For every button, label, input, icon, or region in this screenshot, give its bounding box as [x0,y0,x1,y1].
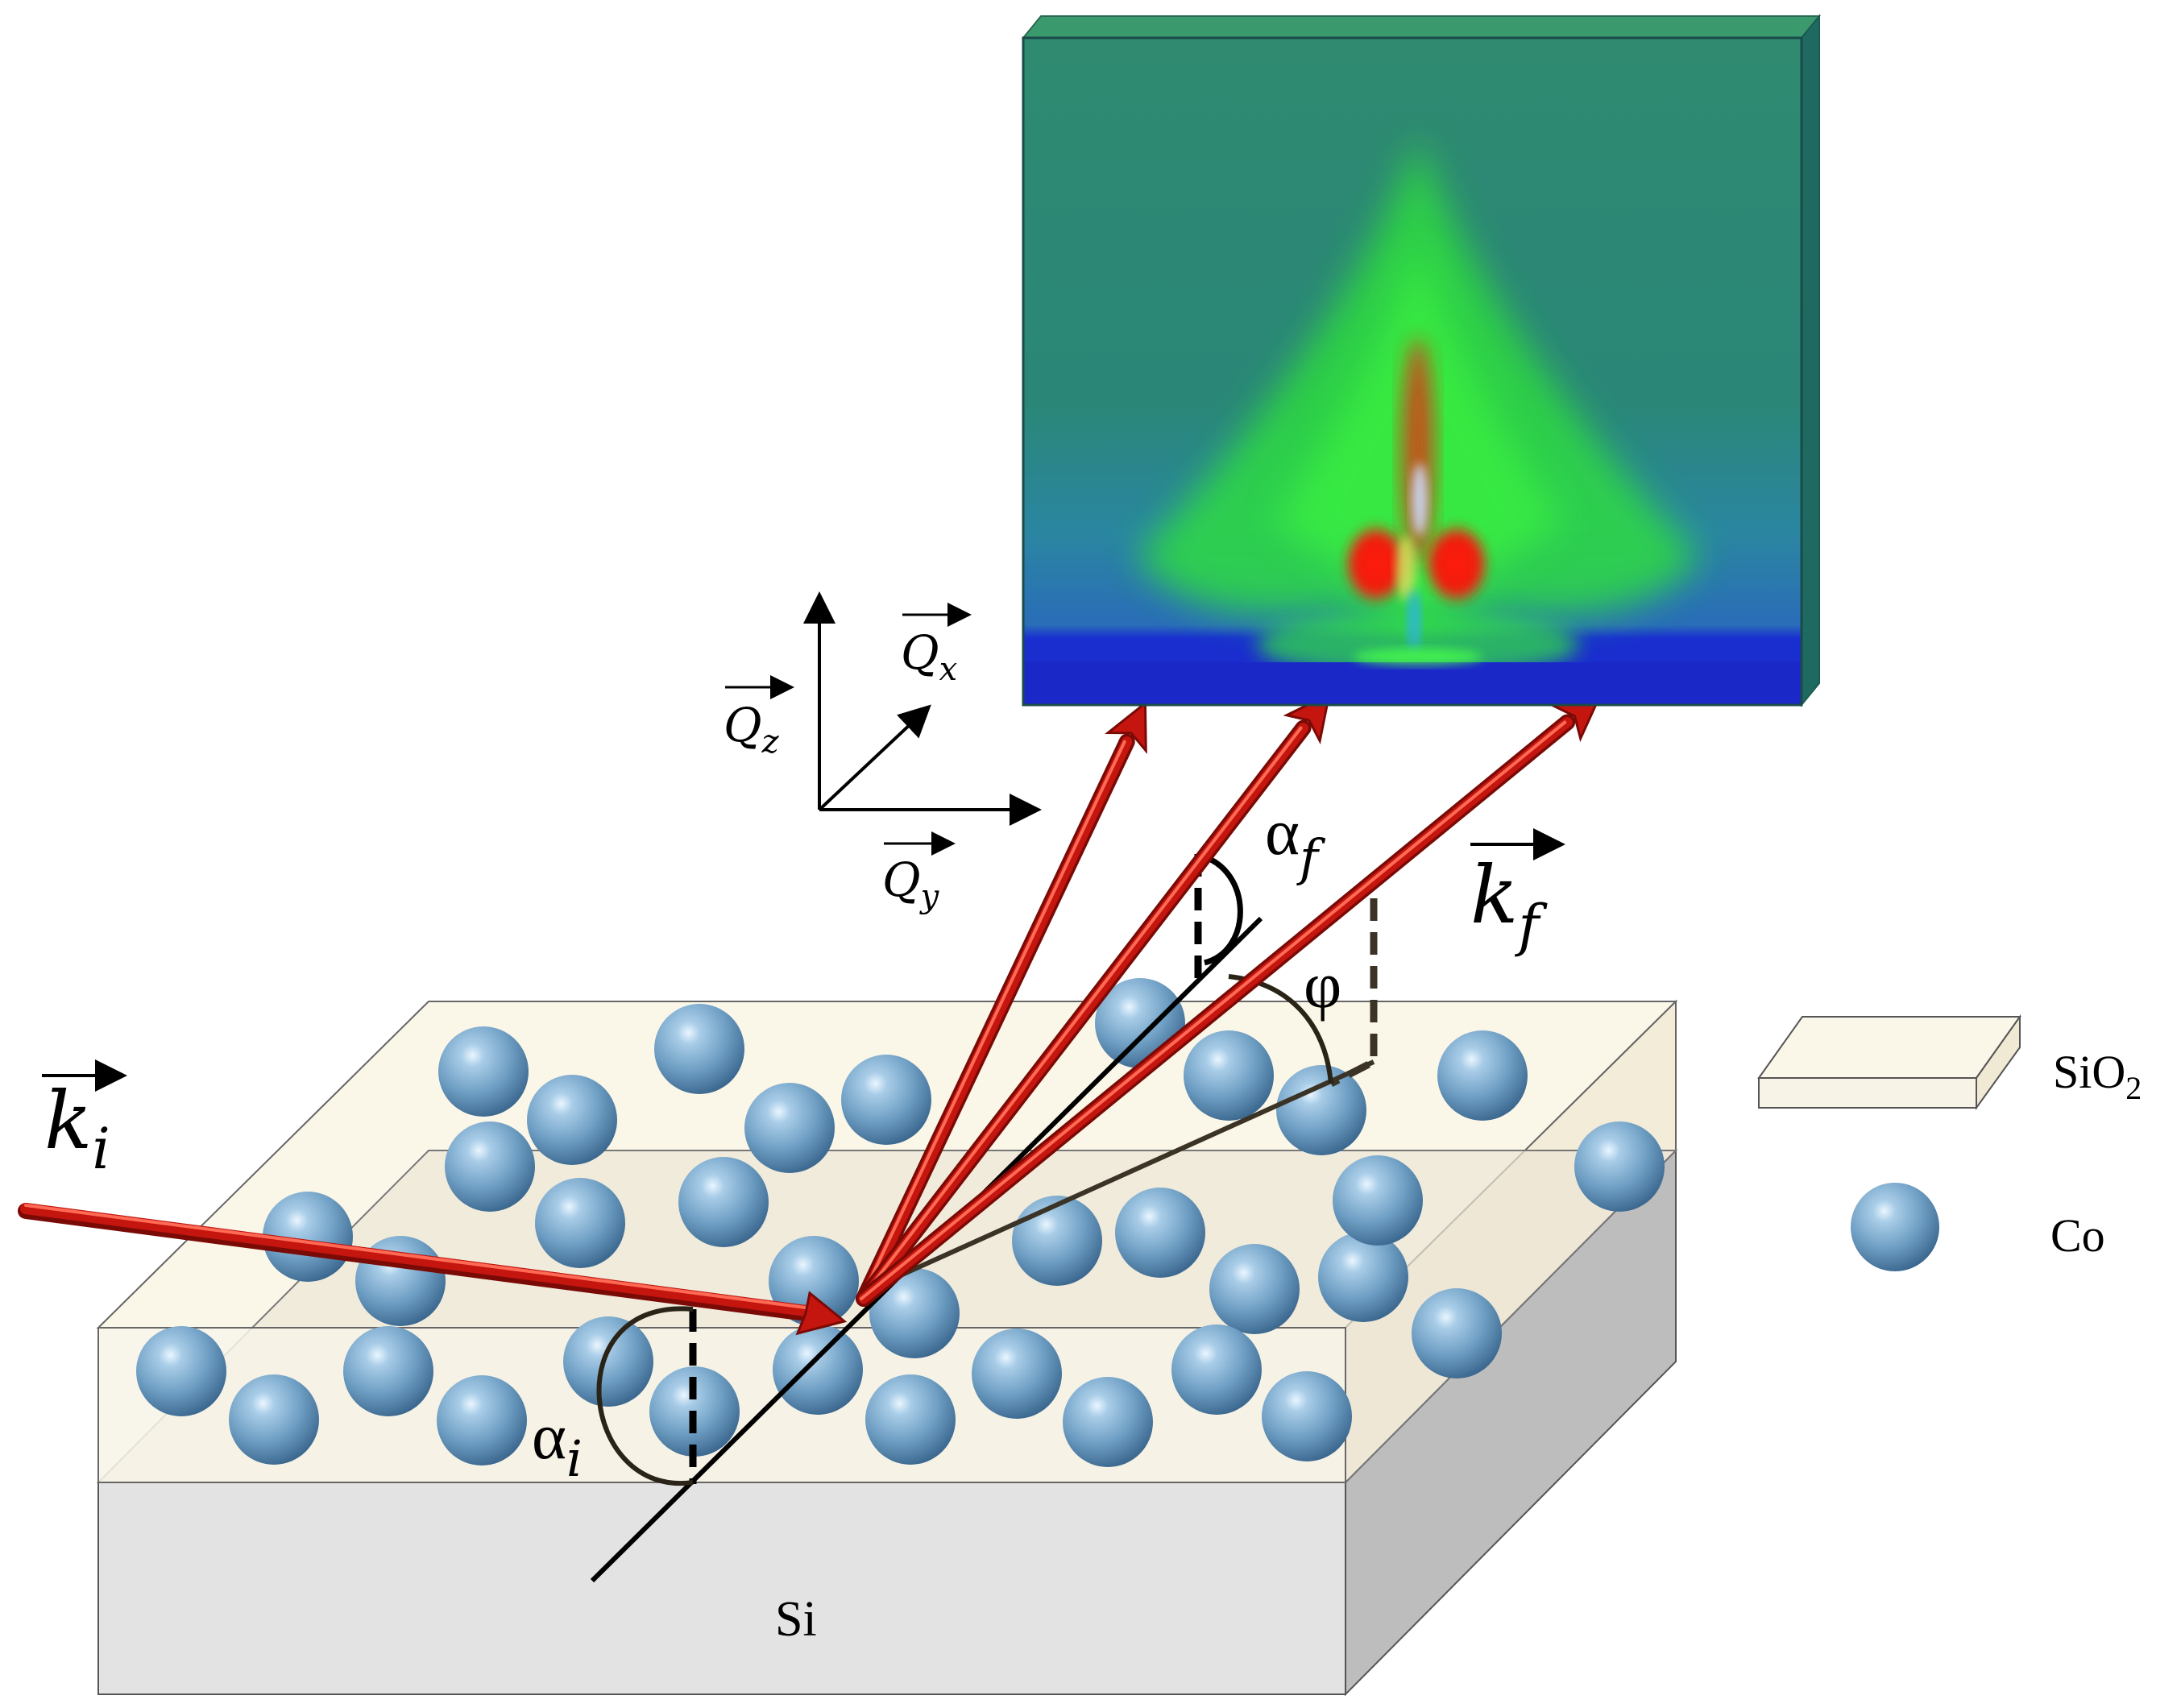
co-nanoparticle [535,1178,625,1268]
q-axes: Qx Qz Qy [724,591,1042,915]
co-nanoparticle [1412,1288,1502,1378]
legend-sio2-label: SiO2 [2053,1046,2142,1106]
co-nanoparticle [229,1374,319,1465]
scattered-beam [856,700,1147,1307]
k-incident-label: ki [44,1076,110,1182]
scattered-beam [856,691,1331,1307]
co-nanoparticle [563,1316,653,1407]
qx-axis [818,704,931,811]
co-nanoparticle [1184,1030,1274,1121]
co-nanoparticle [1437,1030,1528,1121]
co-nanoparticle [1318,1232,1408,1322]
k-final-label: kf [1470,850,1548,959]
qz-label: Qz [724,698,780,761]
co-nanoparticle [263,1192,353,1282]
co-nanoparticle [869,1268,960,1358]
co-nanoparticle [972,1329,1062,1419]
incident-beam-head [795,1291,848,1336]
scattered-beam [856,693,1603,1307]
co-nanoparticle [1262,1371,1352,1461]
co-nanoparticle [865,1374,956,1465]
co-nanoparticle [1115,1188,1205,1278]
co-nanoparticle [437,1375,527,1465]
legend-sio2: SiO2 [1757,1014,2142,1111]
co-nanoparticle [678,1157,769,1247]
co-nanoparticle [445,1121,535,1212]
co-nanoparticle [841,1055,931,1145]
co-nanoparticle [527,1075,617,1165]
co-nanoparticle [1333,1155,1423,1246]
co-nanoparticle [1276,1065,1366,1155]
detector-side-edge [1801,14,1820,707]
qx-label: Qx [901,625,957,688]
substrate-label: Si [775,1592,817,1647]
alpha-f-label: αf [1265,795,1326,887]
in-plane-projection-line [869,1059,1375,1291]
alpha-i-arc [596,1306,694,1486]
sio2-swatch-front [1758,1077,1977,1109]
co-nanoparticle [136,1326,226,1416]
co-nanoparticle [773,1325,863,1415]
phi-label: φ [1304,948,1341,1022]
co-nanoparticle [1574,1121,1665,1212]
incident-beam [18,1203,848,1336]
scattered-beam-head [1105,700,1147,754]
co-nanoparticle [1012,1196,1102,1286]
legend: SiO2 Co [1757,1014,2142,1271]
gisaxs-pattern [1022,36,1803,707]
co-nanoparticle [744,1083,835,1173]
substrate-front-face [97,1482,1346,1695]
detector-top-edge [1021,15,1822,39]
alpha-f-arc [1199,852,1243,966]
co-nanoparticle [343,1326,433,1416]
co-nanoparticle [1171,1325,1262,1415]
co-nanoparticle [1209,1244,1300,1334]
qy-label: Qy [882,852,940,915]
legend-co-label: Co [2050,1209,2105,1262]
alpha-i-label: αi [532,1399,583,1488]
sio2-swatch-top [1757,1016,2021,1079]
sio2-swatch-side [1976,1014,2021,1111]
co-nanoparticle [654,1004,744,1094]
co-nanoparticle [438,1026,529,1117]
legend-co: Co [1851,1183,2105,1271]
co-swatch-sphere [1851,1183,1939,1271]
scattered-beams [856,691,1603,1307]
phi-dashed-line [1329,898,1378,1088]
co-nanoparticle [1063,1377,1153,1467]
detector-screen [1021,14,1822,707]
si-substrate [97,1148,1677,1697]
